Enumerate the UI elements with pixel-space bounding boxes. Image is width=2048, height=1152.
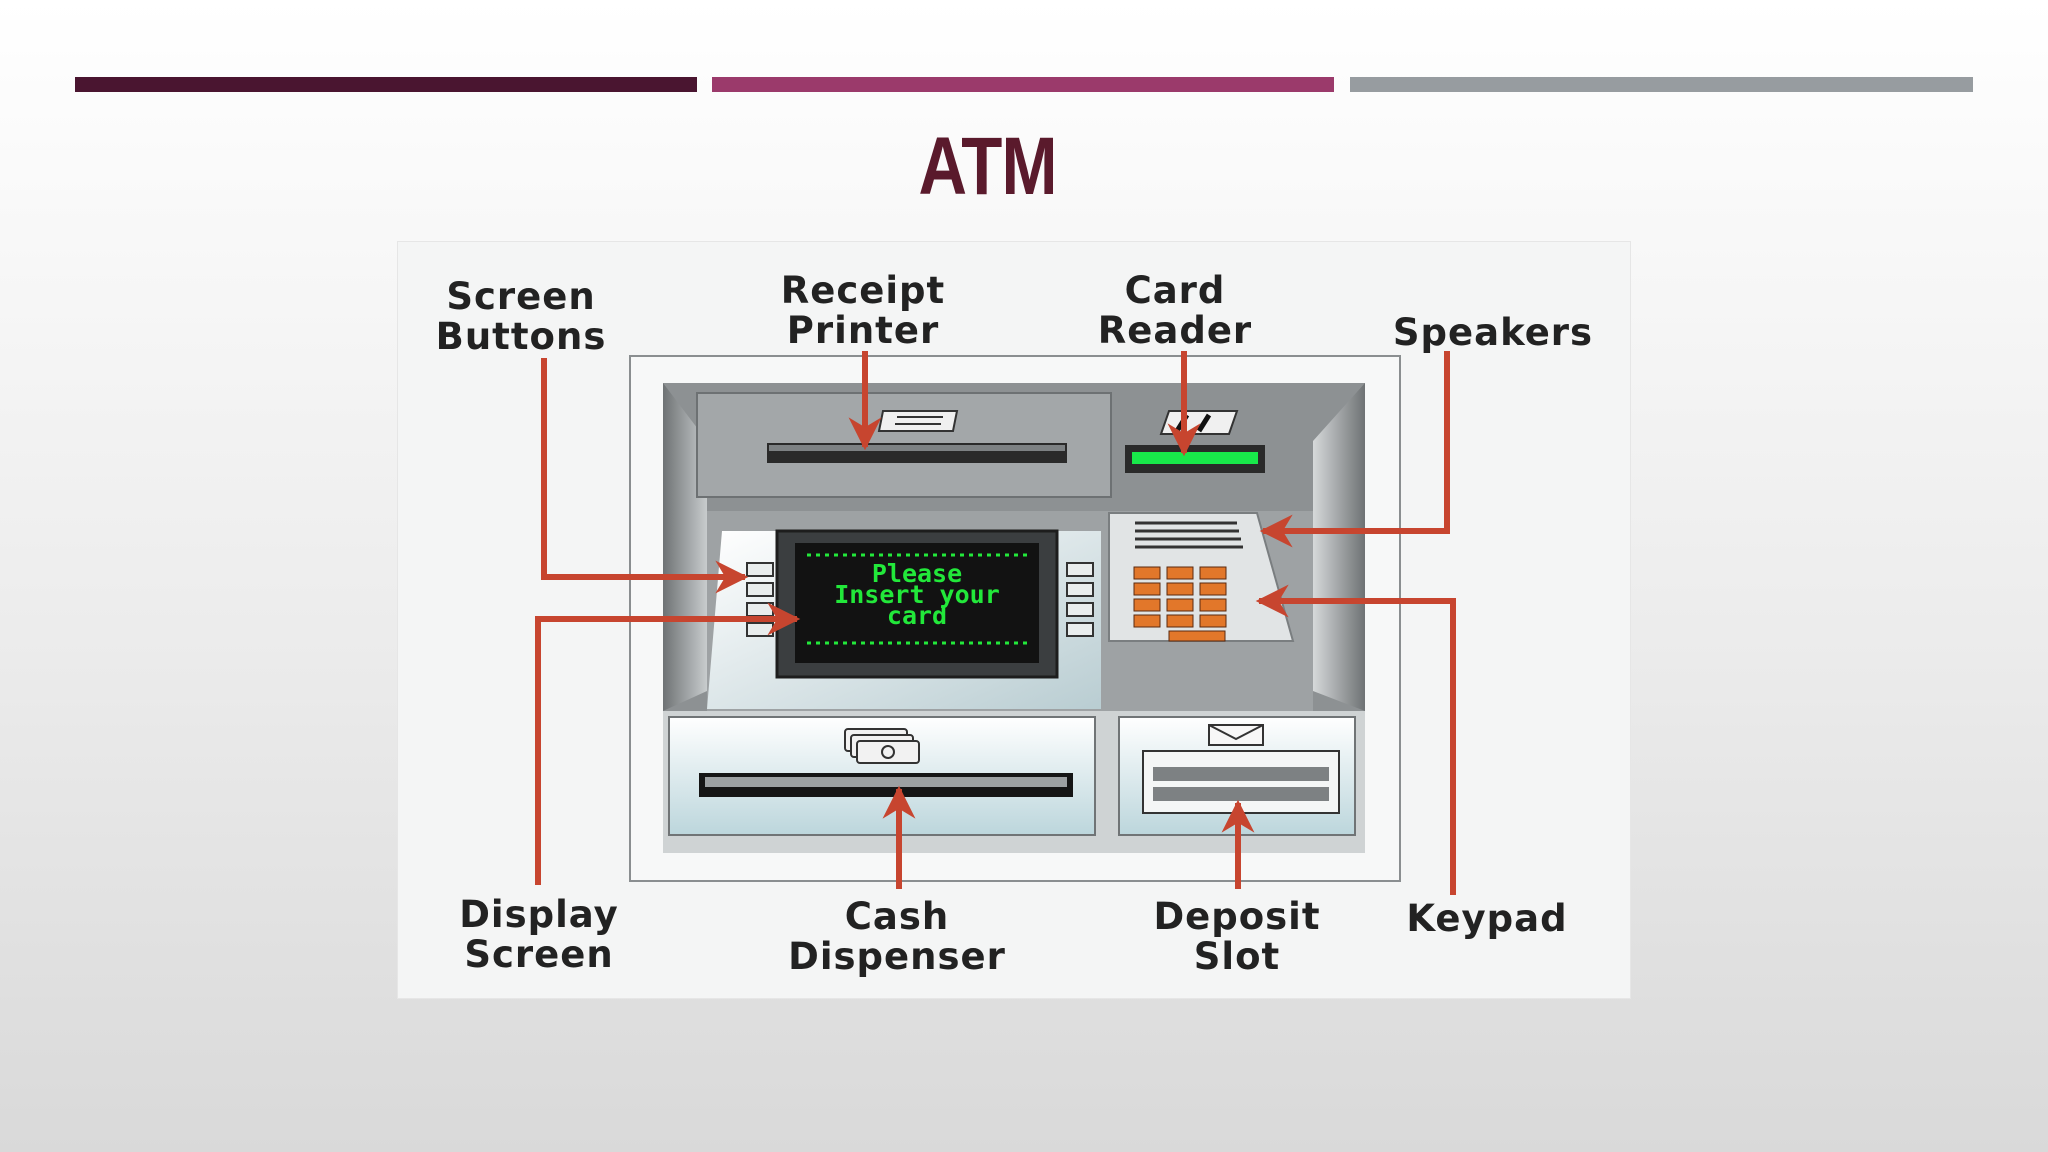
screen-buttons-right xyxy=(1066,562,1094,637)
label-screen-buttons-1: Screen xyxy=(446,275,595,318)
label-receipt-printer-1: Receipt xyxy=(781,269,945,312)
keypad-key xyxy=(1166,566,1194,580)
slide-title: ATM xyxy=(918,121,1057,212)
label-receipt-printer-2: Printer xyxy=(787,309,939,352)
label-display-screen-1: Display xyxy=(459,893,619,936)
accent-bar-magenta xyxy=(712,77,1334,92)
accent-bar-gray xyxy=(1350,77,1973,92)
screen-buttons-left xyxy=(746,562,774,637)
label-deposit-slot-2: Slot xyxy=(1194,935,1280,978)
arrow-display-screen xyxy=(535,602,801,885)
label-keypad: Keypad xyxy=(1406,897,1567,940)
label-card-reader-1: Card xyxy=(1125,269,1226,312)
arrows xyxy=(535,351,1456,895)
atm-diagram: Please Insert your card xyxy=(397,241,1631,999)
screen-message-line-1: Please xyxy=(872,559,962,588)
label-cash-dispenser-1: Cash xyxy=(845,895,950,938)
keypad-enter-key xyxy=(1168,630,1226,642)
label-screen-buttons-2: Buttons xyxy=(436,315,607,358)
keypad-keys xyxy=(1133,566,1227,642)
keypad-key xyxy=(1199,582,1227,596)
keypad-key xyxy=(1166,598,1194,612)
screen-message-line-2: Insert your xyxy=(834,580,1000,609)
screen-message-line-3: card xyxy=(887,601,947,630)
atm-lower-section xyxy=(663,711,1365,853)
keypad-key xyxy=(1166,614,1194,628)
label-cash-dispenser-2: Dispenser xyxy=(788,935,1006,978)
accent-bar-dark xyxy=(75,77,697,92)
keypad-key xyxy=(1133,598,1161,612)
speaker-grille xyxy=(1135,521,1243,549)
label-card-reader-2: Reader xyxy=(1098,309,1252,352)
keypad-key xyxy=(1199,566,1227,580)
label-display-screen-2: Screen xyxy=(464,933,613,976)
arrow-screen-buttons xyxy=(541,358,749,594)
label-deposit-slot-1: Deposit xyxy=(1153,895,1320,938)
keypad-key xyxy=(1166,582,1194,596)
label-speakers: Speakers xyxy=(1393,311,1593,354)
keypad-key xyxy=(1133,582,1161,596)
keypad-key xyxy=(1199,598,1227,612)
arrow-keypad xyxy=(1255,584,1456,895)
keypad-key xyxy=(1133,614,1161,628)
keypad-key xyxy=(1133,566,1161,580)
cash-icon xyxy=(844,728,920,764)
keypad-key xyxy=(1199,614,1227,628)
receipt-icon xyxy=(877,410,959,432)
envelope-icon xyxy=(1208,724,1264,746)
arrow-speakers xyxy=(1259,351,1450,548)
card-icon xyxy=(1159,410,1239,435)
